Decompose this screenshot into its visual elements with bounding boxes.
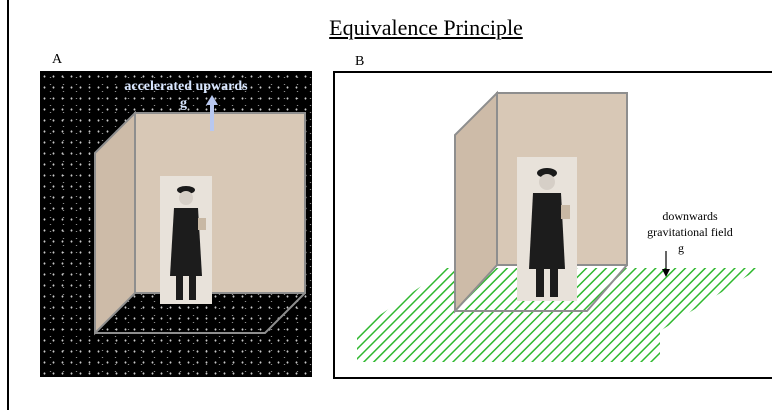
gravity-symbol-g: g — [678, 241, 684, 255]
elevator-b-drawing — [357, 90, 760, 362]
field-label-line1: downwards — [662, 209, 718, 223]
elevator-a-side-wall — [94, 110, 136, 336]
elevator-a-drawing — [94, 95, 306, 336]
person-a — [160, 176, 212, 304]
panel-a-space-scene: accelerated upwards g — [40, 71, 312, 377]
elevator-b-side-wall — [454, 90, 498, 314]
gravitational-field-label: downwards gravitational field — [620, 208, 760, 240]
left-margin-rule — [7, 0, 9, 410]
person-b — [517, 157, 577, 301]
floor-front-face — [357, 331, 660, 362]
acceleration-arrow — [206, 95, 218, 131]
accelerated-upwards-label: accelerated upwards — [124, 79, 248, 94]
page-title: Equivalence Principle — [329, 15, 523, 40]
panel-b-ground-scene: downwards gravitational field g — [333, 71, 772, 379]
field-label-line2: gravitational field — [647, 225, 733, 239]
acceleration-symbol-g: g — [180, 96, 187, 111]
elevator-b-floor-edge — [455, 264, 628, 312]
elevator-a-floor-edge — [95, 292, 306, 334]
gravity-arrow — [662, 251, 670, 277]
panel-a-label: A — [52, 52, 63, 67]
panel-b-label: B — [355, 54, 365, 69]
